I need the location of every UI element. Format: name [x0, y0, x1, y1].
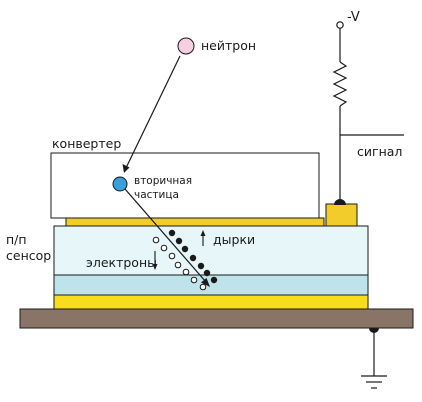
gold-contact-layer [65, 217, 325, 227]
electron-carrier [199, 283, 207, 291]
hole-carrier [175, 237, 183, 245]
holes-arrowhead [200, 230, 206, 236]
signal-contact-pad [325, 203, 358, 227]
secondary-track [124, 188, 207, 283]
converter-label: конвертер [52, 136, 121, 151]
hole-carrier [181, 245, 189, 253]
holes-label: дырки [213, 232, 255, 247]
converter-block [50, 152, 320, 219]
electron-carrier [160, 244, 168, 252]
electrons-label: электроны [86, 255, 157, 270]
electron-carrier [190, 276, 198, 284]
sensor-lower-layer [53, 274, 369, 296]
signal-label: сигнал [357, 144, 402, 159]
pad-connection-dot [334, 199, 346, 205]
voltage-label: -V [347, 10, 360, 25]
sensor-label-line1: п/п [6, 232, 27, 247]
neutron-particle [177, 37, 195, 55]
electrons-arrowhead [152, 264, 158, 270]
secondary-particle-label-line1: вторичная [134, 175, 192, 187]
neutron-arrowhead [122, 164, 130, 173]
secondary-particle-label-line2: частица [134, 189, 179, 201]
sensor-upper-layer [53, 225, 369, 276]
hole-carrier [189, 254, 197, 262]
hole-carrier [197, 262, 205, 270]
hole-carrier [168, 229, 176, 237]
electron-carrier [174, 261, 182, 269]
resistor [332, 61, 348, 107]
neutron-label: нейтрон [201, 38, 256, 53]
hole-carrier [210, 276, 218, 284]
electron-carrier [152, 236, 160, 244]
secondary-particle [112, 176, 128, 192]
voltage-terminal [336, 21, 344, 29]
hole-carrier [203, 269, 211, 277]
bottom-electrode [53, 294, 369, 310]
substrate-plate [19, 308, 414, 329]
electron-carrier [168, 252, 176, 260]
sensor-label-line2: сенсор [6, 248, 51, 263]
neutron-path [125, 55, 181, 169]
secondary-arrowhead [201, 278, 210, 287]
electron-carrier [182, 268, 190, 276]
